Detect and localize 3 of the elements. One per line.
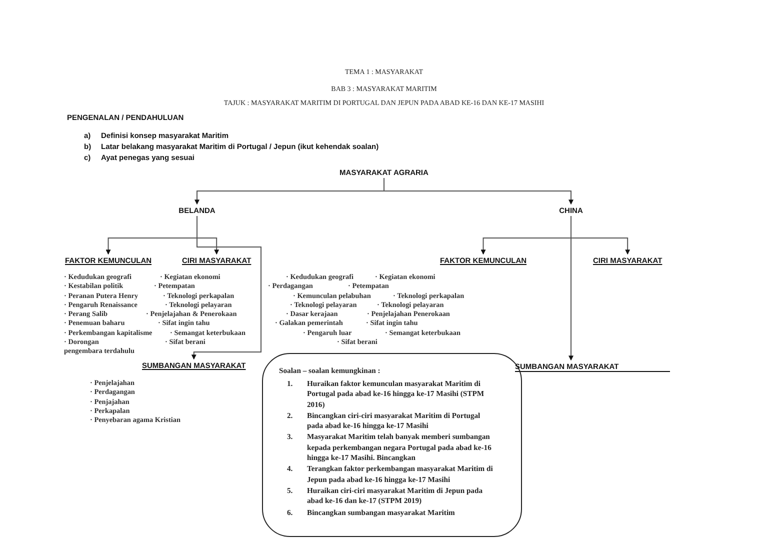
connector-arrow xyxy=(191,216,262,360)
connector-arrow xyxy=(568,216,574,361)
connector-arrow xyxy=(384,178,574,205)
